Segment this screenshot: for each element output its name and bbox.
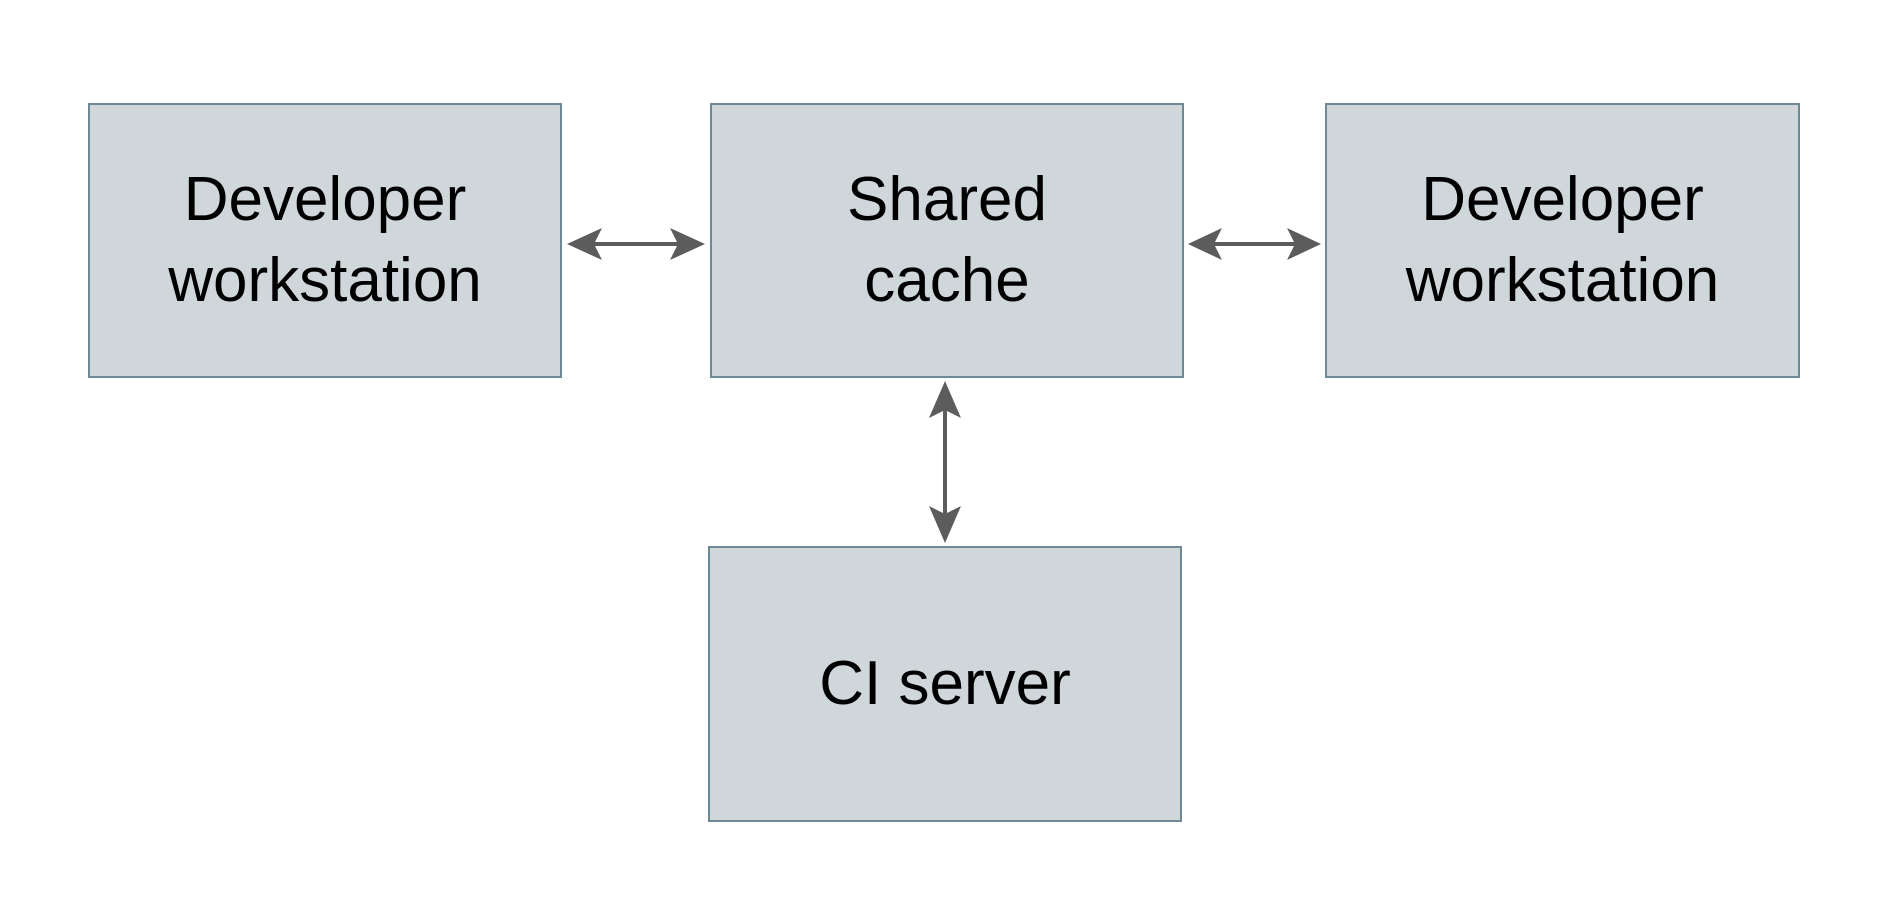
edge-ci-server-to-cache[interactable] <box>923 378 967 546</box>
node-label: Shared cache <box>847 164 1047 315</box>
edge-cache-to-right-workstation[interactable] <box>1184 222 1325 266</box>
node-shared-cache[interactable]: Shared cache <box>710 103 1184 378</box>
node-developer-workstation-left[interactable]: Developer workstation <box>88 103 562 378</box>
double-headed-arrow-icon <box>567 228 705 260</box>
node-developer-workstation-right[interactable]: Developer workstation <box>1325 103 1800 378</box>
edge-left-workstation-to-cache[interactable] <box>562 222 710 266</box>
double-headed-arrow-icon <box>929 381 961 543</box>
node-label: Developer workstation <box>168 164 482 315</box>
node-label: Developer workstation <box>1405 164 1720 315</box>
node-ci-server[interactable]: CI server <box>708 546 1182 822</box>
node-label: CI server <box>819 648 1071 718</box>
double-headed-arrow-icon <box>1188 228 1321 260</box>
